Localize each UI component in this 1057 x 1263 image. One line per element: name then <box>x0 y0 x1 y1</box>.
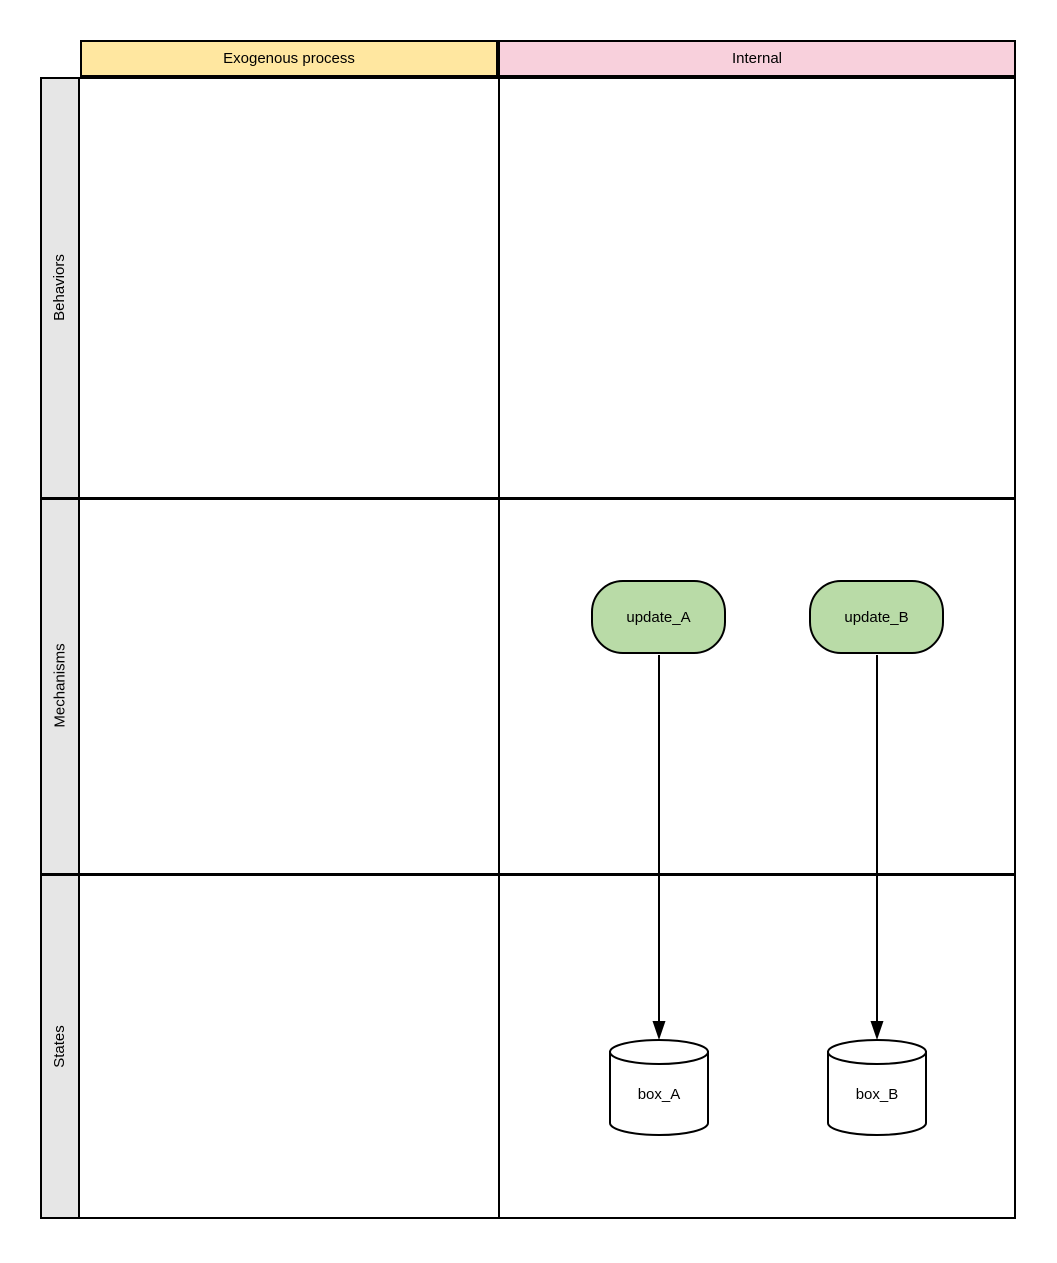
row-header-label: Mechanisms <box>51 643 69 728</box>
rounded-rect-shape[interactable] <box>591 580 726 654</box>
node-label: update_A <box>626 609 690 626</box>
row-header-strip: Behaviors Mechanisms States <box>42 79 80 1217</box>
node-update-b[interactable]: update_B <box>809 580 944 654</box>
column-header-internal: Internal <box>498 40 1016 77</box>
node-label: box_B <box>856 1086 899 1103</box>
column-header-label: Internal <box>731 50 783 67</box>
row-header-label: Behaviors <box>51 254 69 321</box>
node-label: box_A <box>638 1086 681 1103</box>
node-update-a[interactable]: update_A <box>591 580 726 654</box>
rounded-rect-shape[interactable] <box>809 580 944 654</box>
cylinder-body[interactable] <box>827 1051 927 1136</box>
row-header-behaviors: Behaviors <box>42 79 78 496</box>
node-box-b[interactable]: box_B <box>827 1039 927 1136</box>
column-divider-line <box>497 79 500 1217</box>
column-header-label: Exogenous process <box>223 50 355 67</box>
cylinder-body[interactable] <box>609 1051 709 1136</box>
cylinder-top[interactable] <box>827 1039 927 1065</box>
row-header-mechanisms: Mechanisms <box>42 499 78 872</box>
row-header-states: States <box>42 875 78 1217</box>
column-header-exogenous-process: Exogenous process <box>80 40 498 77</box>
cylinder-top[interactable] <box>609 1039 709 1065</box>
node-box-a[interactable]: box_A <box>609 1039 709 1136</box>
row-divider-behaviors-mechanisms <box>42 496 1014 500</box>
row-header-label: States <box>51 1024 69 1068</box>
node-label: update_B <box>844 609 908 626</box>
row-divider-mechanisms-states <box>42 872 1014 876</box>
